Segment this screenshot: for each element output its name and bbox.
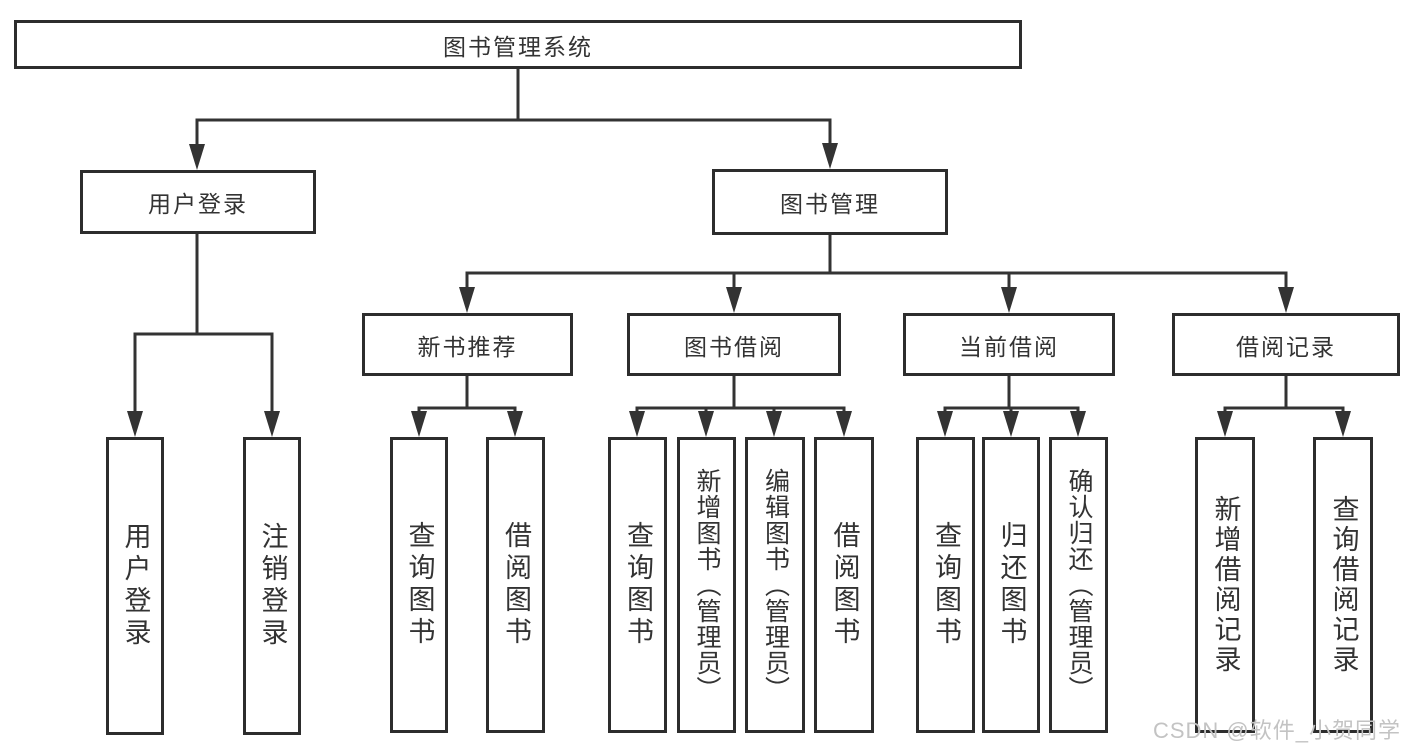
node-book-borrow: 图书借阅	[627, 313, 841, 376]
leaf-query-books-2-label: 查询图书	[623, 521, 653, 649]
leaf-borrow-books-1: 借阅图书	[486, 437, 545, 733]
node-user-login: 用户登录	[80, 170, 316, 234]
leaf-return-books: 归还图书	[982, 437, 1040, 733]
leaf-add-borrow-record-label: 新增借阅记录	[1210, 495, 1241, 675]
leaf-confirm-return-admin-label: 确认归还（管理员）	[1065, 468, 1093, 702]
node-book-borrow-label: 图书借阅	[684, 333, 784, 360]
leaf-query-books-3: 查询图书	[916, 437, 975, 733]
node-book-management-label: 图书管理	[780, 191, 880, 217]
leaf-user-login: 用户登录	[106, 437, 164, 735]
leaf-add-books-admin: 新增图书（管理员）	[677, 437, 736, 733]
leaf-user-login-label: 用户登录	[120, 522, 151, 650]
node-user-login-label: 用户登录	[148, 191, 248, 217]
leaf-logout: 注销登录	[243, 437, 301, 735]
leaf-query-books-2: 查询图书	[608, 437, 667, 733]
leaf-query-books-1: 查询图书	[390, 437, 448, 733]
leaf-logout-label: 注销登录	[257, 522, 288, 650]
leaf-borrow-books-1-label: 借阅图书	[501, 521, 531, 649]
leaf-borrow-books-2-label: 借阅图书	[829, 521, 860, 649]
leaf-query-borrow-record: 查询借阅记录	[1313, 437, 1373, 733]
node-new-book-recommend: 新书推荐	[362, 313, 573, 376]
leaf-query-borrow-record-label: 查询借阅记录	[1328, 495, 1359, 675]
node-borrow-records: 借阅记录	[1172, 313, 1400, 376]
node-current-borrow-label: 当前借阅	[959, 333, 1059, 360]
leaf-confirm-return-admin: 确认归还（管理员）	[1049, 437, 1108, 733]
leaf-edit-books-admin-label: 编辑图书（管理员）	[761, 468, 790, 702]
node-root-label: 图书管理系统	[443, 33, 593, 60]
node-root: 图书管理系统	[14, 20, 1022, 69]
node-current-borrow: 当前借阅	[903, 313, 1115, 376]
node-new-book-recommend-label: 新书推荐	[417, 333, 518, 360]
node-book-management: 图书管理	[712, 169, 948, 235]
leaf-query-books-3-label: 查询图书	[931, 521, 961, 649]
leaf-borrow-books-2: 借阅图书	[814, 437, 874, 733]
node-borrow-records-label: 借阅记录	[1236, 333, 1336, 360]
csdn-watermark: CSDN @软件_小贺同学	[1152, 718, 1401, 743]
leaf-add-borrow-record: 新增借阅记录	[1195, 437, 1255, 733]
leaf-add-books-admin-label: 新增图书（管理员）	[693, 468, 721, 702]
leaf-edit-books-admin: 编辑图书（管理员）	[745, 437, 805, 733]
arrowhead-group	[127, 143, 1351, 437]
leaf-query-books-1-label: 查询图书	[404, 521, 435, 649]
leaf-return-books-label: 归还图书	[996, 521, 1027, 649]
